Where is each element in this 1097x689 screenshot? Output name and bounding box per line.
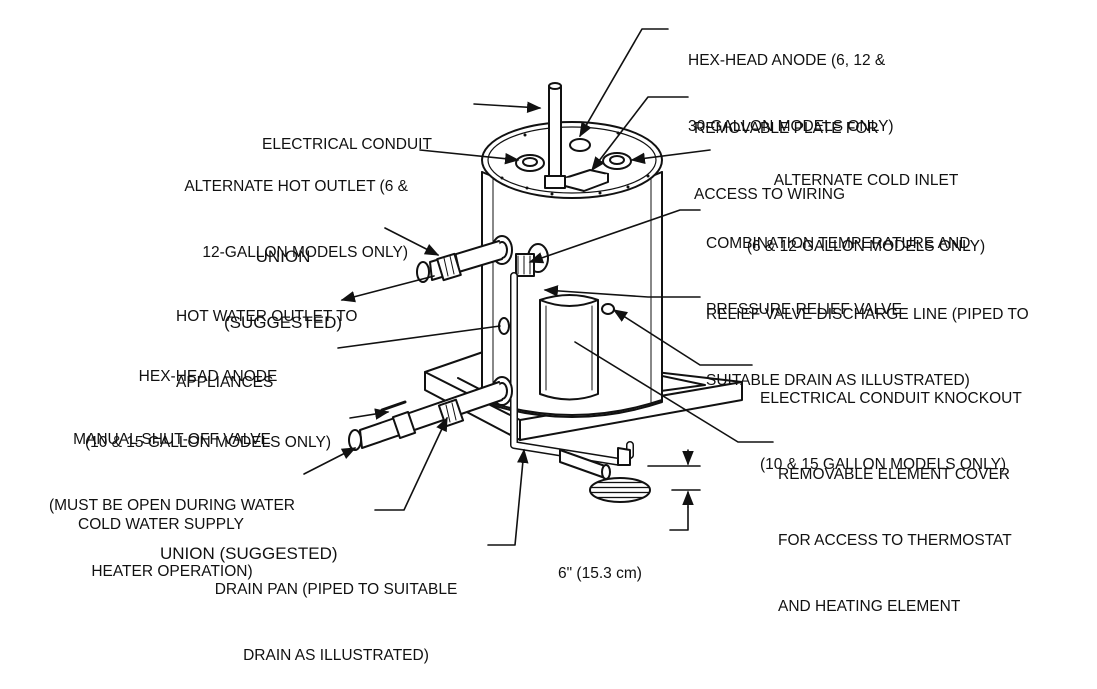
top-anode [569, 138, 591, 152]
label-hot-water-outlet: HOT WATER OUTLET TO APPLIANCES [176, 308, 358, 391]
conduit-pipe [544, 82, 566, 189]
label-hex-head-anode-top: HEX-HEAD ANODE (6, 12 & 30-GALLON MODELS… [688, 52, 894, 135]
hot-outlet-pipe [416, 235, 513, 283]
label-element-cover: REMOVABLE ELEMENT COVER FOR ACCESS TO TH… [778, 466, 1012, 615]
label-electrical-conduit: ELECTRICAL CONDUIT [262, 136, 432, 153]
dimension-lines [647, 449, 701, 531]
label-hex-head-anode-side: HEX-HEAD ANODE (10 & 15 GALLON MODELS ON… [84, 368, 332, 451]
label-relief-discharge: RELIEF VALVE DISCHARGE LINE (PIPED TO SU… [706, 306, 1029, 389]
label-union-upper: UNION (SUGGESTED) [223, 247, 343, 332]
water-heater-diagram [303, 28, 774, 546]
element-cover [539, 294, 599, 401]
label-dimension: 6" (15.3 cm) [558, 565, 642, 582]
label-conduit-knockout: ELECTRICAL CONDUIT KNOCKOUT (10 & 15 GAL… [760, 390, 1022, 473]
label-removable-plate: REMOVABLE PLATE FOR ACCESS TO WIRING [694, 120, 879, 203]
top-cold-inlet [602, 152, 632, 170]
conduit-knockout [601, 303, 615, 315]
floor-drain [589, 477, 651, 503]
label-cold-water-supply: COLD WATER SUPPLY [78, 516, 244, 533]
label-union-lower: UNION (SUGGESTED) [160, 544, 338, 563]
leader-lines [303, 28, 774, 546]
label-alternate-cold-inlet: ALTERNATE COLD INLET (6 & 12-GALLON MODE… [746, 172, 986, 255]
label-drain-pan: DRAIN PAN (PIPED TO SUITABLE DRAIN AS IL… [214, 581, 458, 664]
label-combination-valve: COMBINATION TEMPERATURE AND PRESSURE REL… [706, 235, 971, 318]
label-alternate-hot-outlet: ALTERNATE HOT OUTLET (6 & 12-GALLON MODE… [184, 178, 408, 261]
label-shutoff-valve: MANUAL SHUT-OFF VALVE (MUST BE OPEN DURI… [48, 431, 295, 580]
top-hot-outlet [515, 154, 545, 172]
